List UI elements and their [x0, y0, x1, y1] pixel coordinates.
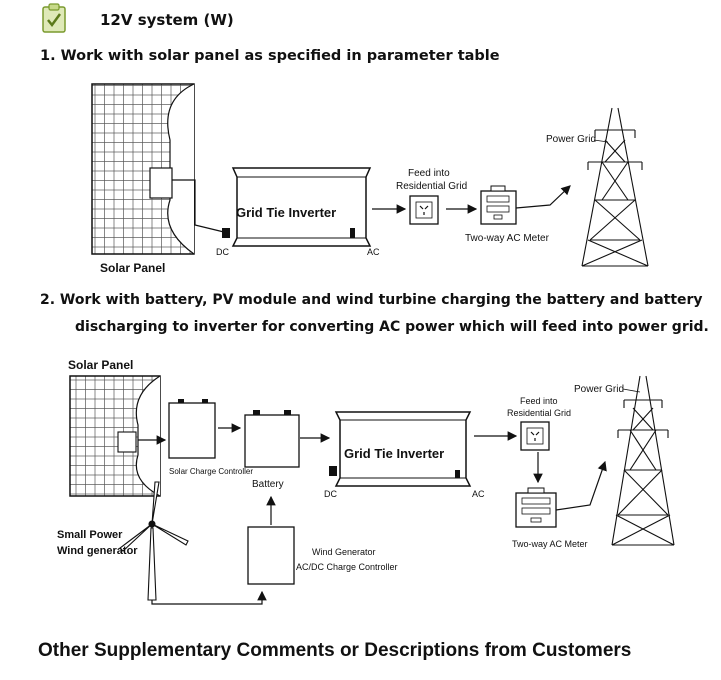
meter-1: [480, 185, 517, 225]
feed-into-2-line1: Feed into: [520, 396, 558, 406]
inverter-1: [231, 167, 372, 247]
wind-charge-controller: [247, 526, 295, 585]
meter-2-label: Two-way AC Meter: [512, 539, 588, 549]
clipboard-check-icon: [40, 3, 68, 33]
feed-into-2-line2: Residential Grid: [507, 408, 571, 418]
socket-1: [409, 195, 439, 225]
power-grid-1-label: Power Grid: [546, 134, 596, 145]
inverter-2-label: Grid Tie Inverter: [344, 446, 444, 461]
section1-heading: 1. Work with solar panel as specified in…: [40, 48, 500, 64]
solar-charge-controller: [168, 399, 216, 459]
ac-label-2: AC: [472, 489, 485, 499]
power-tower-2: [611, 375, 675, 546]
meter-2: [515, 487, 557, 528]
solar-charge-controller-label: Solar Charge Controller: [169, 467, 253, 476]
feed-into-1-line1: Feed into: [408, 168, 450, 179]
inverter-1-label: Grid Tie Inverter: [236, 205, 336, 220]
wind-controller-line1: Wind Generator: [312, 547, 376, 557]
meter-1-label: Two-way AC Meter: [465, 233, 550, 244]
wind-generator-line2: Wind generator: [57, 545, 138, 557]
wind-turbine: [119, 481, 189, 601]
wind-controller-line2: AC/DC Charge Controller: [296, 562, 398, 572]
wind-generator-line1: Small Power: [57, 529, 123, 541]
page-title: 12V system (W): [100, 11, 234, 29]
solar-panel-1: [91, 83, 195, 255]
solar-panel-1-label: Solar Panel: [100, 261, 165, 275]
supplementary-comments-title: Other Supplementary Comments or Descript…: [38, 640, 632, 661]
solar-panel-2-label: Solar Panel: [68, 358, 133, 372]
section2-heading-line2: discharging to inverter for converting A…: [75, 319, 709, 335]
section2-heading-line1: 2. Work with battery, PV module and wind…: [40, 292, 703, 308]
ac-label-1: AC: [367, 247, 380, 257]
solar-panel-2: [69, 375, 161, 497]
battery: [244, 410, 300, 468]
dc-label-2: DC: [324, 489, 337, 499]
socket-2: [520, 421, 550, 451]
feed-into-1-line2: Residential Grid: [396, 181, 467, 192]
battery-label: Battery: [252, 479, 284, 490]
inverter-2: [329, 411, 472, 487]
power-tower-1: [581, 107, 649, 267]
dc-label-1: DC: [216, 247, 229, 257]
power-grid-2-label: Power Grid: [574, 384, 624, 395]
